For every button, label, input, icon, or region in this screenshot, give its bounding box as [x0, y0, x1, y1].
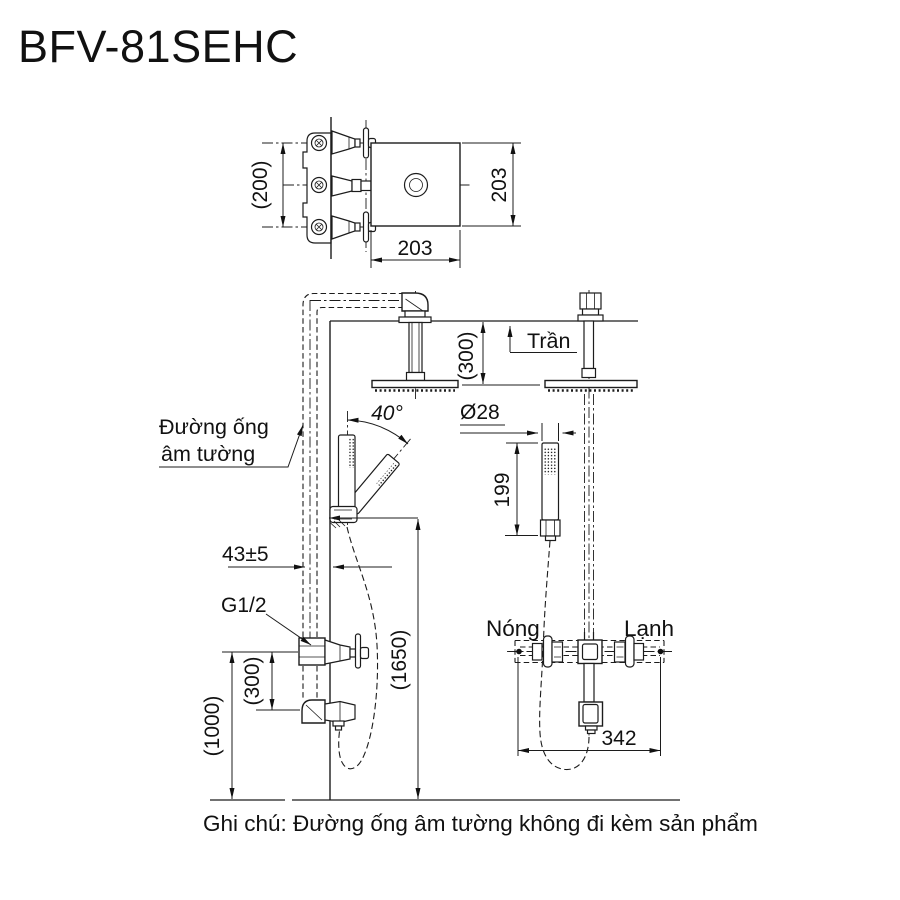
mount-point-left	[516, 648, 522, 655]
plan-shower-plate	[370, 142, 461, 227]
dim-ceiling-to-head-text: (300)	[455, 331, 478, 380]
dim-valve-height-text: (1000)	[201, 696, 224, 757]
label-thread-size: G1/2	[221, 594, 312, 646]
page-title: BFV-81SEHC	[18, 21, 298, 72]
dim-pipe-offset-text: 43±5	[222, 543, 269, 566]
rain-shower-head-front	[544, 379, 638, 389]
dim-bracket-height: (1650)	[329, 515, 421, 799]
label-concealed-pipe: Đường ống âm tường	[159, 415, 304, 468]
dim-swivel-angle-text: 40°	[371, 402, 403, 425]
hot-handle-front	[531, 635, 564, 668]
cold-handle-front	[613, 635, 645, 668]
dim-handshower-dia-text: Ø28	[460, 401, 500, 424]
plan-outlet	[331, 175, 372, 197]
cross-handle-side	[354, 633, 362, 669]
hose-side	[338, 526, 379, 770]
dim-valve-heights: (300) (1000)	[201, 651, 300, 799]
rain-shower-head-side	[371, 379, 459, 389]
spout-front	[578, 701, 604, 735]
valve-body-front	[577, 639, 603, 703]
footnote: Ghi chú: Đường ống âm tường không đi kèm…	[203, 811, 758, 836]
label-ceiling-text: Trần	[527, 329, 570, 353]
dim-swivel-arc	[347, 417, 409, 445]
dim-plate-height-text: 203	[488, 167, 511, 202]
plan-valve-body	[302, 132, 332, 244]
label-concealed-pipe-line1: Đường ống	[159, 415, 269, 439]
label-cold: Lạnh	[624, 616, 674, 641]
label-concealed-pipe-line2: âm tường	[161, 442, 255, 466]
label-hot: Nóng	[486, 616, 540, 641]
ceiling-arm-side	[371, 292, 459, 392]
dim-body-width: 342	[517, 657, 661, 756]
riser-pipe-front	[584, 394, 594, 632]
dim-valve-to-spout-text: (300)	[241, 656, 264, 705]
front-view: Trần (300) Ø28 199	[455, 290, 674, 771]
dim-handshower-dia: Ø28	[460, 401, 576, 441]
mount-point-right	[657, 648, 664, 655]
valve-side	[298, 633, 370, 669]
dim-port-spacing-text: (200)	[249, 160, 272, 209]
dim-plate-height: 203	[462, 142, 521, 227]
dim-ceiling-to-head: (300)	[455, 322, 540, 386]
dim-handshower-len-text: 199	[491, 472, 514, 507]
dim-plate-width-text: 203	[397, 237, 432, 260]
label-thread-size-text: G1/2	[221, 594, 267, 617]
dim-body-width-text: 342	[601, 727, 636, 750]
dim-handshower-len: 199	[491, 442, 538, 536]
dim-port-spacing: (200)	[249, 143, 286, 227]
hand-shower-bracket	[329, 505, 358, 524]
hand-shower-side: 40°	[329, 402, 411, 529]
label-ceiling: Trần	[507, 326, 577, 353]
dim-pipe-offset: 43±5	[222, 543, 392, 570]
plan-handle-top	[331, 127, 377, 159]
concealed-pipe	[302, 292, 402, 700]
plan-handle-bottom	[331, 211, 377, 243]
ceiling-arm-front	[544, 292, 638, 392]
spout-side	[301, 699, 356, 731]
dim-bracket-height-text: (1650)	[388, 630, 411, 691]
hand-shower-front	[539, 442, 561, 542]
plan-view: (200) 203 203	[249, 117, 521, 268]
hose-front	[539, 540, 590, 771]
dim-plate-width: 203	[370, 230, 461, 268]
